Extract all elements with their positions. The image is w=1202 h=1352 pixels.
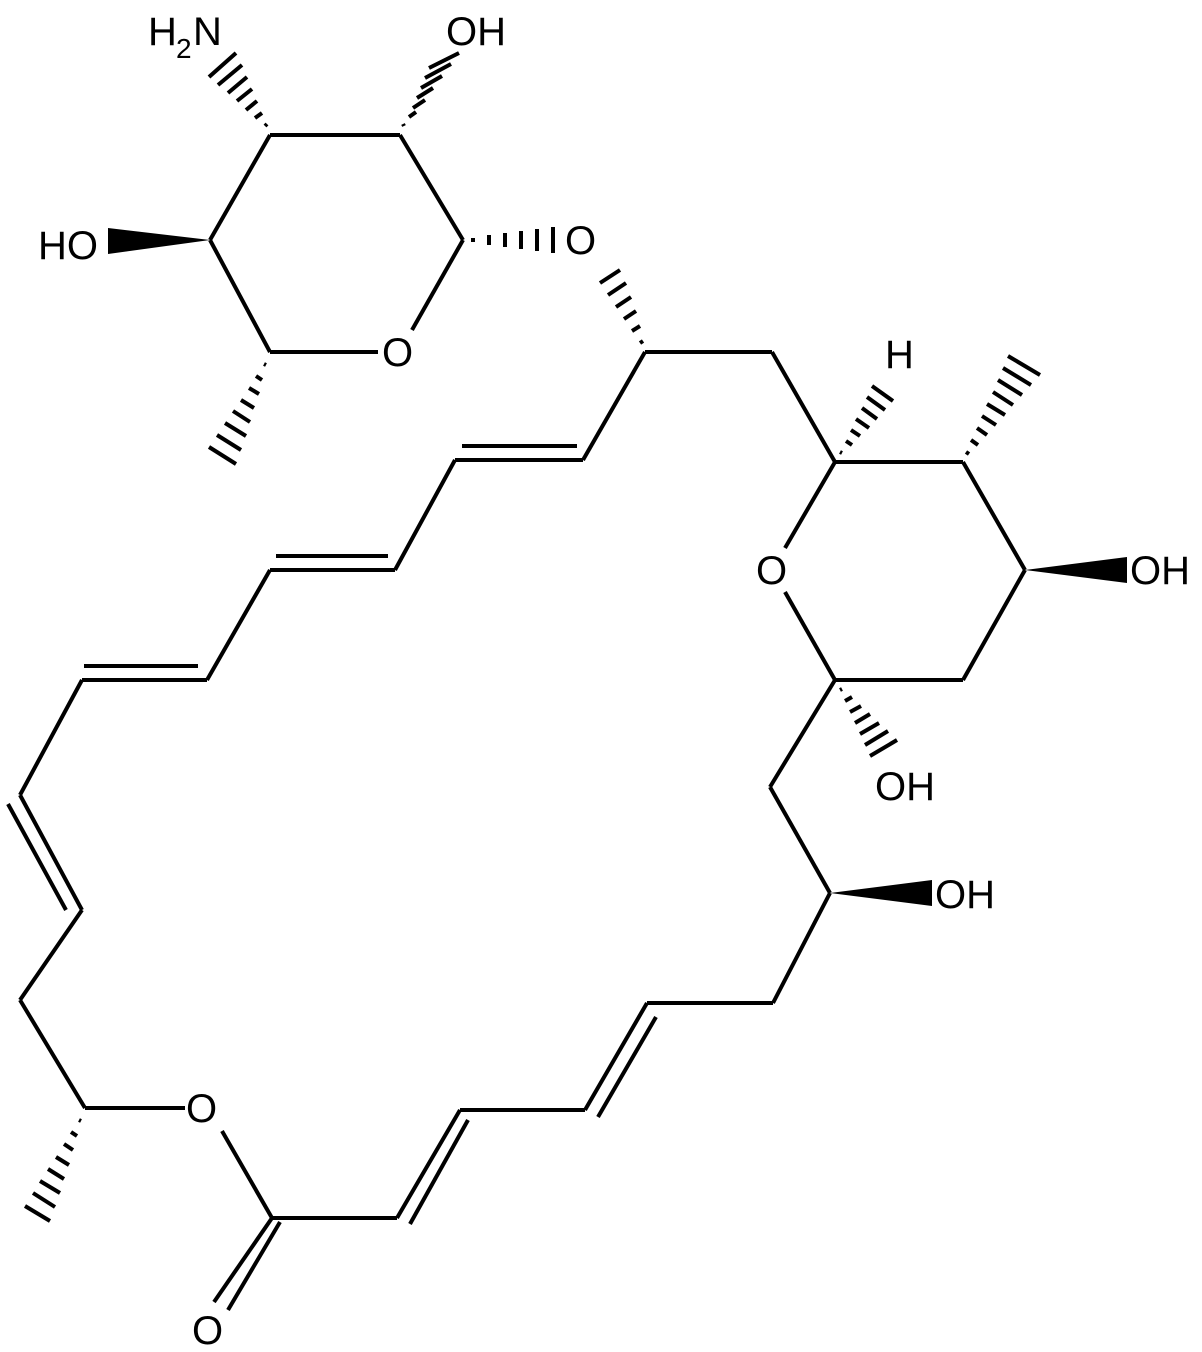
hashed-bond-hemiketal-oh [839,687,899,758]
wedge-bond-chain-oh [830,880,932,906]
pyran-ring-o-label: O [756,549,787,593]
wedge-bond-pyran-oh [1025,557,1127,583]
sugar-ring [208,133,465,354]
hemiketal-oh-label: OH [875,765,935,809]
wedge-bond-sugar-ho [108,228,210,254]
macrolide-chain [6,350,837,1312]
chain-oh-label: OH [935,873,995,917]
sugar-oh-top-label: OH [446,10,506,54]
hashed-bond-pyran-h [839,384,895,455]
pyran-ring [783,460,1027,682]
amine-label-sub: 2 [176,33,192,64]
hashed-bond-sugar-oh [401,51,460,127]
pyran-h-label: H [885,333,914,377]
ester-o-label: O [186,1087,217,1131]
hashed-bond-ester-methyl [23,1118,82,1223]
carbonyl-o-label: O [192,1309,223,1352]
amine-label-n: N [193,10,222,54]
hashed-bond-glycosidic [471,227,555,253]
sugar-ho-left-label: HO [38,224,98,268]
amine-label-h: H [148,10,177,54]
hashed-bond-sugar-methyl [207,362,267,466]
hashed-bond-o-chain [598,268,645,345]
sugar-ring-o-label: O [382,331,413,375]
glycosidic-o-label: O [565,219,596,263]
hashed-bond-pyran-methyl [964,354,1042,456]
pyran-oh-label: OH [1130,549,1190,593]
hashed-bond-amine [207,51,269,128]
